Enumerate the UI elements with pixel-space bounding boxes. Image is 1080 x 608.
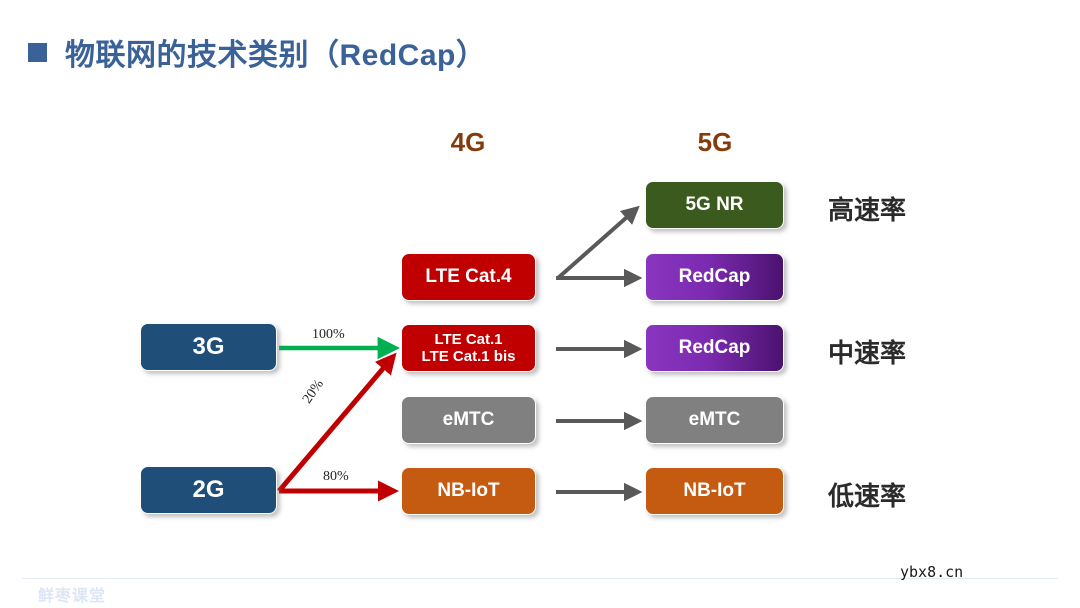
speed-label-high: 高速率: [828, 195, 907, 225]
node-lte-cat4[interactable]: LTE Cat.4: [401, 253, 536, 301]
column-header-5g: 5G: [697, 127, 733, 157]
site-watermark: ybx8.cn: [900, 563, 964, 581]
speed-label-low: 低速率: [828, 481, 907, 511]
bullet-square-icon: [28, 42, 47, 62]
footer-brand-watermark: 鲜枣课堂: [38, 588, 107, 605]
node-emtc-5g[interactable]: eMTC: [645, 396, 784, 444]
node-lte-cat1[interactable]: LTE Cat.1 LTE Cat.1 bis: [401, 324, 536, 372]
migration-label-80: 80%: [323, 469, 349, 484]
node-redcap-mid-label: RedCap: [678, 336, 751, 358]
node-lte-cat1-label-line1: LTE Cat.1: [434, 330, 503, 348]
node-lte-cat1-label-line2: LTE Cat.1 bis: [421, 348, 516, 365]
node-lte-cat4-label: LTE Cat.4: [425, 265, 512, 287]
node-emtc-5g-label: eMTC: [688, 408, 741, 430]
node-nbiot-5g-label: NB-IoT: [683, 479, 746, 501]
column-header-4g: 4G: [450, 127, 486, 157]
migration-label-20: 20%: [300, 376, 328, 407]
node-5g-nr-label: 5G NR: [685, 193, 744, 215]
node-nbiot-5g[interactable]: NB-IoT: [645, 467, 784, 515]
page-title: 物联网的技术类别（RedCap）: [28, 30, 486, 74]
node-2g[interactable]: 2G: [140, 466, 277, 514]
node-nbiot-4g-label: NB-IoT: [437, 479, 500, 501]
speed-label-medium: 中速率: [828, 338, 907, 368]
footer-divider: [22, 578, 1058, 579]
arrow-lte-cat4-to-5gnr: [556, 205, 640, 280]
node-redcap-high[interactable]: RedCap: [645, 253, 784, 301]
node-5g-nr[interactable]: 5G NR: [645, 181, 784, 229]
node-redcap-high-label: RedCap: [678, 265, 751, 287]
page-title-text: 物联网的技术类别（RedCap）: [65, 39, 487, 72]
migration-label-100: 100%: [312, 327, 345, 342]
node-3g[interactable]: 3G: [140, 323, 277, 371]
node-emtc-4g[interactable]: eMTC: [401, 396, 536, 444]
node-3g-label: 3G: [192, 333, 225, 361]
node-emtc-4g-label: eMTC: [442, 408, 495, 430]
node-nbiot-4g[interactable]: NB-IoT: [401, 467, 536, 515]
node-redcap-mid[interactable]: RedCap: [645, 324, 784, 372]
node-2g-label: 2G: [192, 476, 225, 504]
